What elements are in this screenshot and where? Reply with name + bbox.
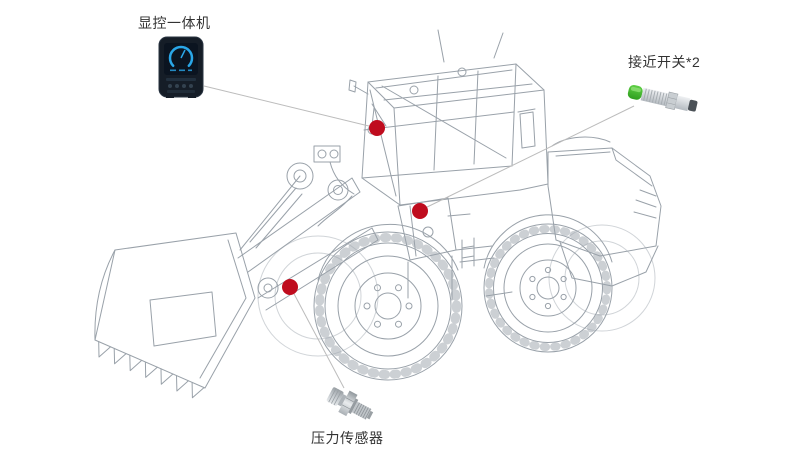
marker-display-unit-install-point — [369, 120, 385, 136]
rear-wheel — [483, 223, 613, 353]
marker-proximity-switch-install-point — [412, 203, 428, 219]
label-proximity-switch: 接近开关*2 — [628, 54, 701, 70]
sensor-tip — [366, 410, 374, 420]
hex-facets — [341, 397, 354, 410]
loader-linework — [94, 29, 662, 399]
front-wheel — [313, 231, 463, 381]
sensor-cable-end — [687, 99, 698, 112]
label-pressure-sensor: 压力传感器 — [311, 430, 384, 446]
sensor-washer — [348, 398, 359, 414]
sensor-hex — [338, 390, 358, 417]
exhaust — [517, 108, 536, 149]
sensor-thread-lines — [643, 88, 668, 106]
gauge-arc-icon — [168, 45, 194, 68]
device-buttons — [168, 84, 193, 88]
sensor-neck — [337, 394, 347, 407]
button-strip — [167, 90, 195, 93]
display-unit-image — [158, 36, 204, 100]
front-hoist — [313, 145, 355, 195]
leader-line-pressure-sensor — [291, 289, 345, 389]
cab — [348, 29, 549, 206]
mount-tab-left — [166, 95, 174, 98]
gauge-needle-icon — [180, 49, 186, 59]
proximity-switch-image — [626, 80, 708, 122]
leader-line-display-unit — [203, 85, 378, 129]
label-display-unit: 显控一体机 — [138, 15, 211, 31]
status-bar — [166, 78, 196, 81]
sensor-cap-highlight — [630, 86, 641, 93]
connector-ribs — [328, 387, 342, 406]
leader-line-proximity-switch — [420, 105, 635, 211]
pressure-sensor-image — [318, 378, 384, 432]
screen-readout-bars — [170, 69, 192, 72]
bucket — [94, 232, 256, 399]
hex-facet-lines — [666, 97, 677, 106]
sensor-rear-body — [674, 95, 691, 112]
marker-pressure-sensor-install-point — [282, 279, 298, 295]
mount-tab-right — [188, 95, 196, 98]
sensor-thread-stud — [351, 401, 372, 420]
stud-thread-lines — [353, 402, 371, 420]
